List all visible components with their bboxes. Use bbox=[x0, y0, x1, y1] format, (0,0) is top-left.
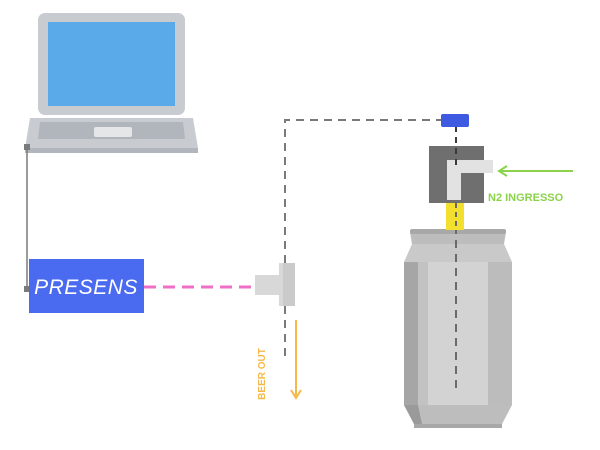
beverage-can-icon bbox=[404, 229, 512, 428]
connector-block bbox=[441, 114, 469, 127]
presens-sensor-box: PRESENS bbox=[29, 259, 144, 313]
beer-out-arrow bbox=[290, 320, 302, 400]
presens-label: PRESENS bbox=[34, 276, 138, 299]
beer-out-label: BEER OUT bbox=[257, 348, 268, 400]
laptop-screen bbox=[48, 22, 175, 106]
valve-block bbox=[429, 126, 493, 203]
n2-inlet-arrow bbox=[497, 165, 573, 177]
tee-fitting-icon bbox=[255, 263, 295, 306]
gas-dashed-line bbox=[284, 119, 448, 263]
n2-inlet-label: N2 INGRESSO bbox=[488, 192, 564, 204]
laptop-icon bbox=[25, 13, 198, 153]
